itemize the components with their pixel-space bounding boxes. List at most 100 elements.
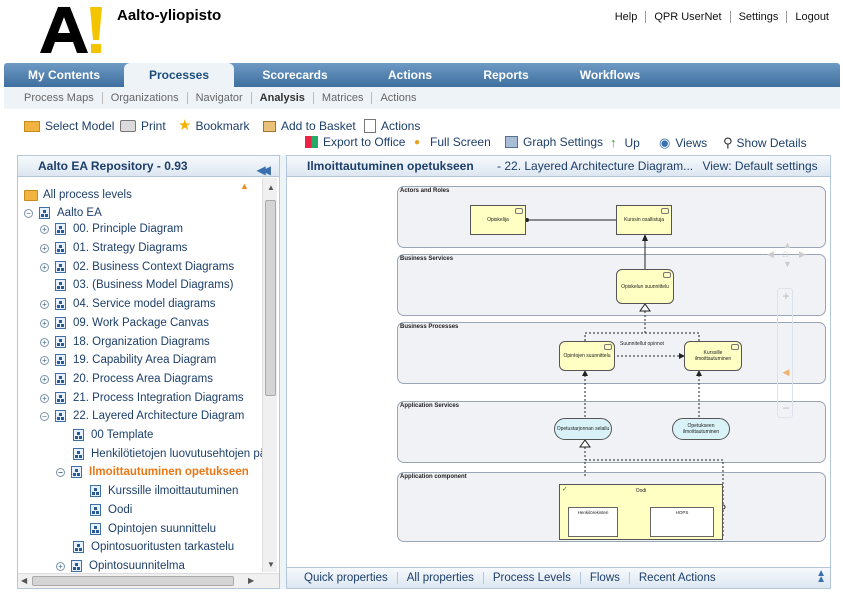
expand-icon[interactable]: + <box>40 393 49 403</box>
element-opiskelija[interactable]: Opiskelija <box>470 205 526 235</box>
zoom-in-icon[interactable]: + <box>782 289 790 303</box>
tree-node-layered-architecture[interactable]: −22. Layered Architecture Diagram <box>40 407 244 425</box>
scroll-up-icon[interactable]: ▲ <box>267 183 275 192</box>
expand-icon[interactable]: + <box>40 355 49 365</box>
tree-node-aalto-ea[interactable]: −Aalto EA <box>24 204 102 222</box>
tab-processes[interactable]: Processes <box>124 63 234 87</box>
all-properties-tab[interactable]: All properties <box>396 572 483 584</box>
subtab-analysis[interactable]: Analysis <box>250 92 313 104</box>
tab-my-contents[interactable]: My Contents <box>28 68 100 82</box>
scroll-down-icon[interactable]: ▼ <box>267 560 275 569</box>
vertical-scroll-thumb[interactable] <box>265 200 276 396</box>
tree-node[interactable]: +20. Process Area Diagrams <box>40 370 213 388</box>
subtab-process-maps[interactable]: Process Maps <box>24 92 94 104</box>
expand-icon[interactable]: + <box>40 243 49 253</box>
actions-button[interactable]: Actions <box>364 119 420 133</box>
element-hops[interactable]: HOPS <box>650 507 714 537</box>
tree-node[interactable]: 00 Template <box>73 426 153 444</box>
subtab-organizations[interactable]: Organizations <box>101 92 187 104</box>
pan-right-icon[interactable]: ▶ <box>799 249 806 259</box>
home-icon[interactable]: ⌂ <box>782 248 789 260</box>
select-model-button[interactable]: Select Model <box>24 119 114 133</box>
expand-icon[interactable]: + <box>56 561 65 571</box>
add-to-basket-button[interactable]: Add to Basket <box>263 119 356 133</box>
pan-control[interactable]: ▲ ◀ ⌂ ▶ ▼ <box>764 240 812 295</box>
help-link[interactable]: Help <box>614 11 638 23</box>
tree-node[interactable]: +01. Strategy Diagrams <box>40 239 187 257</box>
qpr-usernet-link[interactable]: QPR UserNet <box>645 11 729 23</box>
expand-icon[interactable]: + <box>40 374 49 384</box>
element-opetustarjonnan-selailu[interactable]: Opetustarjonnan selailu <box>554 418 612 440</box>
subtab-matrices[interactable]: Matrices <box>312 92 372 104</box>
tree-node[interactable]: 03. (Business Model Diagrams) <box>55 276 233 294</box>
scroll-left-icon[interactable]: ◀ <box>21 576 28 585</box>
expand-icon[interactable]: + <box>40 299 49 309</box>
tree-node[interactable]: +04. Service model diagrams <box>40 295 216 313</box>
bookmark-button[interactable]: ★ Bookmark <box>178 117 250 134</box>
full-screen-button[interactable]: ● Full Screen <box>414 135 491 149</box>
tab-actions[interactable]: Actions <box>387 68 432 82</box>
zoom-slider[interactable]: + ◀ − <box>777 288 793 418</box>
tree-node[interactable]: +00. Principle Diagram <box>40 220 183 238</box>
zoom-out-icon[interactable]: − <box>782 401 790 415</box>
expand-icon[interactable]: + <box>40 318 49 328</box>
process-icon <box>55 242 66 254</box>
tab-reports[interactable]: Reports <box>483 68 529 82</box>
diagram-title: Ilmoittautuminen opetukseen <box>307 159 474 173</box>
element-opiskelun-suunnittelu[interactable]: Opiskelun suunnittelu <box>616 269 674 304</box>
tree-node[interactable]: +21. Process Integration Diagrams <box>40 389 244 407</box>
settings-link[interactable]: Settings <box>729 11 787 23</box>
tree-node[interactable]: +18. Organization Diagrams <box>40 333 210 351</box>
expand-footer-icon[interactable]: ▲▲ <box>816 568 826 585</box>
tab-scorecards[interactable]: Scorecards <box>262 68 328 82</box>
tree-node[interactable]: Opintosuoritusten tarkastelu <box>73 538 234 556</box>
tree-horizontal-scrollbar[interactable]: ◀ ▶ <box>18 573 279 588</box>
element-kurssille-ilmoittautuminen[interactable]: Kurssille ilmoittautuminen <box>684 341 742 371</box>
element-opintojen-suunnittelu[interactable]: Opintojen suunnittelu <box>559 341 615 371</box>
tree-node[interactable]: +09. Work Package Canvas <box>40 314 209 332</box>
panel-splitter[interactable] <box>280 155 286 589</box>
collapse-icon[interactable]: − <box>56 467 65 477</box>
element-oodi[interactable]: Oodi ✓ Henkilörekisteri HOPS <box>559 484 723 540</box>
tree-node[interactable]: Henkilötietojen luovutusehtojen pä <box>73 445 262 463</box>
graph-settings-button[interactable]: Graph Settings <box>505 135 603 149</box>
tree-node[interactable]: Oodi <box>90 501 132 519</box>
quick-properties-tab[interactable]: Quick properties <box>304 572 388 584</box>
logout-link[interactable]: Logout <box>786 11 837 23</box>
element-opetukseen-ilmoittautuminen[interactable]: Opetukseen ilmoittautuminen <box>672 418 730 440</box>
tree-node-selected[interactable]: −Ilmoittautuminen opetukseen <box>56 463 249 481</box>
pan-down-icon[interactable]: ▼ <box>783 259 792 269</box>
up-button[interactable]: ↑ Up <box>610 135 640 150</box>
horizontal-scroll-thumb[interactable] <box>32 576 234 586</box>
tree-node-all-levels[interactable]: All process levels <box>24 186 132 204</box>
repository-panel: Aalto EA Repository - 0.93 ◀◀ All proces… <box>17 155 280 589</box>
tree-vertical-scrollbar[interactable]: ▲ ▼ <box>262 178 277 572</box>
scroll-right-icon[interactable]: ▶ <box>248 576 255 585</box>
views-button[interactable]: ◉ Views <box>659 135 708 150</box>
tree-node[interactable]: Opintojen suunnittelu <box>90 520 216 538</box>
element-henkilorekisteri[interactable]: Henkilörekisteri <box>568 507 618 537</box>
subtab-actions[interactable]: Actions <box>371 92 424 104</box>
process-levels-tab[interactable]: Process Levels <box>482 572 580 584</box>
collapse-icon[interactable]: − <box>24 208 33 218</box>
pan-up-icon[interactable]: ▲ <box>783 240 792 250</box>
flows-tab[interactable]: Flows <box>579 572 629 584</box>
view-setting[interactable]: View: Default settings <box>702 159 818 173</box>
collapse-icon[interactable]: − <box>40 411 49 421</box>
subtab-navigator[interactable]: Navigator <box>186 92 251 104</box>
expand-icon[interactable]: + <box>40 262 49 272</box>
tree-node[interactable]: +02. Business Context Diagrams <box>40 258 234 276</box>
print-button[interactable]: Print <box>120 119 166 133</box>
expand-icon[interactable]: + <box>40 224 49 234</box>
element-kurssin-osallistuja[interactable]: Kurssin osallistuja <box>616 205 672 235</box>
pan-left-icon[interactable]: ◀ <box>767 249 774 259</box>
tree-node[interactable]: +Opintosuunnitelma <box>56 557 185 572</box>
export-to-office-button[interactable]: Export to Office <box>305 135 405 149</box>
recent-actions-tab[interactable]: Recent Actions <box>628 572 725 584</box>
tree-node[interactable]: Kurssille ilmoittautuminen <box>90 482 238 500</box>
expand-icon[interactable]: + <box>40 337 49 347</box>
tree-node[interactable]: +19. Capability Area Diagram <box>40 351 216 369</box>
zoom-handle-icon[interactable]: ◀ <box>782 367 790 377</box>
tab-workflows[interactable]: Workflows <box>579 68 641 82</box>
show-details-button[interactable]: ⚲ Show Details <box>723 135 807 150</box>
